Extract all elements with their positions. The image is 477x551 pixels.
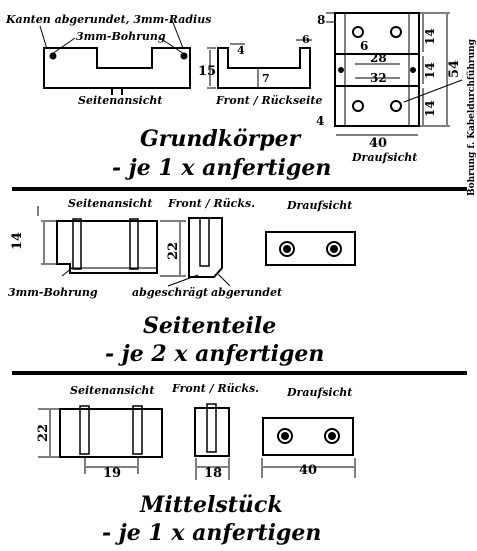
dim-6a: 6 — [360, 39, 368, 53]
seitenansicht-bot-label: Seitenansicht — [70, 384, 154, 397]
grund-draufsicht-dims — [326, 12, 463, 136]
dim-m14: 14 — [10, 232, 25, 250]
dim-40-top: 40 — [369, 136, 387, 151]
title-mittel-1: Mittelstück — [139, 492, 283, 518]
front-rueckseite-label: Front / Rückseite — [215, 94, 322, 107]
dim-8: 8 — [317, 13, 325, 27]
dim-b18: 18 — [204, 466, 222, 481]
draufsicht-top-label: Draufsicht — [351, 151, 417, 164]
grund-seitenansicht — [43, 47, 191, 95]
abgerundet-label: abgerundet — [211, 286, 282, 299]
dim-6b: 6 — [302, 33, 310, 46]
grund-front — [217, 47, 311, 89]
front-rueck-bot-label: Front / Rücks. — [171, 382, 259, 395]
title-seiten-2: - je 2 x anfertigen — [105, 341, 324, 367]
bohrung3mm-top-label: 3mm-Bohrung — [76, 30, 166, 43]
seiten-front-pointers — [167, 273, 231, 287]
seiten-seitenansicht — [56, 218, 158, 274]
mittel-draufsicht — [262, 417, 354, 456]
mittel-seitenansicht — [59, 405, 163, 458]
bohrung-kabel-label: Bohrung f. Kabeldurchführung — [466, 38, 477, 196]
grund-front-dims — [207, 39, 312, 89]
draufsicht-bot-label: Draufsicht — [286, 386, 352, 399]
dim-7: 7 — [262, 72, 270, 85]
kanten-pointer — [39, 19, 185, 55]
mittel-front — [194, 403, 230, 457]
seiten-front — [188, 217, 223, 278]
dim-4b: 4 — [316, 114, 324, 128]
abgeschraegt-label: abgeschrägt — [132, 286, 208, 299]
seiten-dims — [37, 206, 186, 277]
seitenansicht-top-label: Seitenansicht — [78, 94, 162, 107]
kanten-label: Kanten abgerundet, 3mm-Radius — [5, 13, 211, 26]
dim-m22: 22 — [166, 242, 181, 260]
dim-32: 32 — [370, 71, 387, 85]
dim-14a: 14 — [423, 28, 437, 45]
seiten-draufsicht — [265, 231, 356, 266]
grund-draufsicht — [334, 12, 420, 127]
front-rueck-mid-label: Front / Rücks. — [167, 197, 255, 210]
title-mittel-2: - je 1 x anfertigen — [102, 520, 321, 546]
dim-14b: 14 — [423, 62, 437, 79]
title-grund-2: - je 1 x anfertigen — [112, 155, 331, 181]
dim-28: 28 — [370, 51, 387, 65]
dim-14c: 14 — [423, 100, 437, 117]
title-grund-1: Grundkörper — [140, 126, 302, 152]
bohrung3mm-mid-label: 3mm-Bohrung — [8, 286, 98, 299]
dim-54: 54 — [447, 60, 462, 78]
dim-15: 15 — [198, 64, 216, 79]
dim-b22: 22 — [36, 424, 51, 442]
seitenansicht-mid-label: Seitenansicht — [68, 197, 152, 210]
dim-b19: 19 — [103, 466, 121, 481]
draufsicht-mid-label: Draufsicht — [286, 199, 352, 212]
dim-b40: 40 — [299, 463, 317, 478]
title-seiten-1: Seitenteile — [143, 313, 276, 339]
mittel-dims — [38, 408, 356, 480]
dim-4a: 4 — [237, 44, 245, 57]
